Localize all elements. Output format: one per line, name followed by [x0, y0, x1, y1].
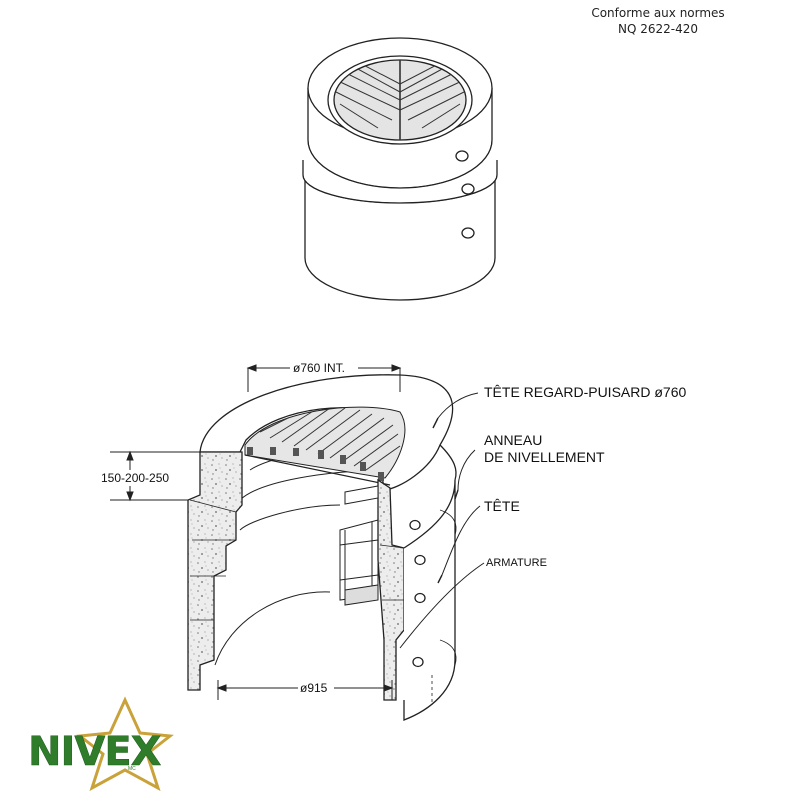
- logo-star: [76, 696, 174, 792]
- callout-tete-regard: TÊTE REGARD-PUISARD ø760: [484, 384, 687, 400]
- callout-anneau-line1: ANNEAU: [484, 432, 543, 448]
- lower-cylinder: [304, 175, 496, 301]
- top-grate-bars: [335, 60, 465, 140]
- section-grate-bars: [259, 407, 401, 471]
- nivex-logo: NIVEX MC: [28, 696, 174, 792]
- top-diameter-label: ø760 INT.: [293, 361, 346, 375]
- callout-anneau-line2: DE NIVELLEMENT: [484, 449, 605, 465]
- top-isometric-view: [302, 37, 498, 301]
- callout-tete: TÊTE: [484, 498, 520, 514]
- dimension-lines: [110, 364, 402, 700]
- leader-tete-regard: [437, 392, 479, 419]
- section-view: [187, 374, 457, 721]
- leader-anneau: [457, 449, 476, 491]
- logo-trademark: MC: [128, 766, 136, 772]
- height-label: 150-200-250: [101, 471, 170, 485]
- lifting-hole-3: [461, 227, 475, 239]
- outer-wall: [403, 479, 456, 721]
- lifting-hole-1: [455, 150, 469, 162]
- right-section-wall: [377, 478, 405, 701]
- left-section-wall: [187, 451, 243, 691]
- bottom-diameter-label: ø915: [300, 681, 328, 695]
- armature: [339, 485, 379, 606]
- norm-compliance: Conforme aux normes NQ 2622-420: [558, 5, 758, 37]
- lifting-hole-2: [461, 183, 475, 195]
- grate-teeth: [247, 447, 384, 481]
- leader-armature: [399, 562, 485, 649]
- norm-line-2: NQ 2622-420: [617, 22, 698, 36]
- logo-wordmark: NIVEX: [28, 729, 162, 775]
- norm-line-1: Conforme aux normes: [591, 6, 725, 20]
- callout-armature: ARMATURE: [486, 557, 547, 569]
- leader-tete: [441, 505, 481, 576]
- callout-leaders: [399, 392, 485, 649]
